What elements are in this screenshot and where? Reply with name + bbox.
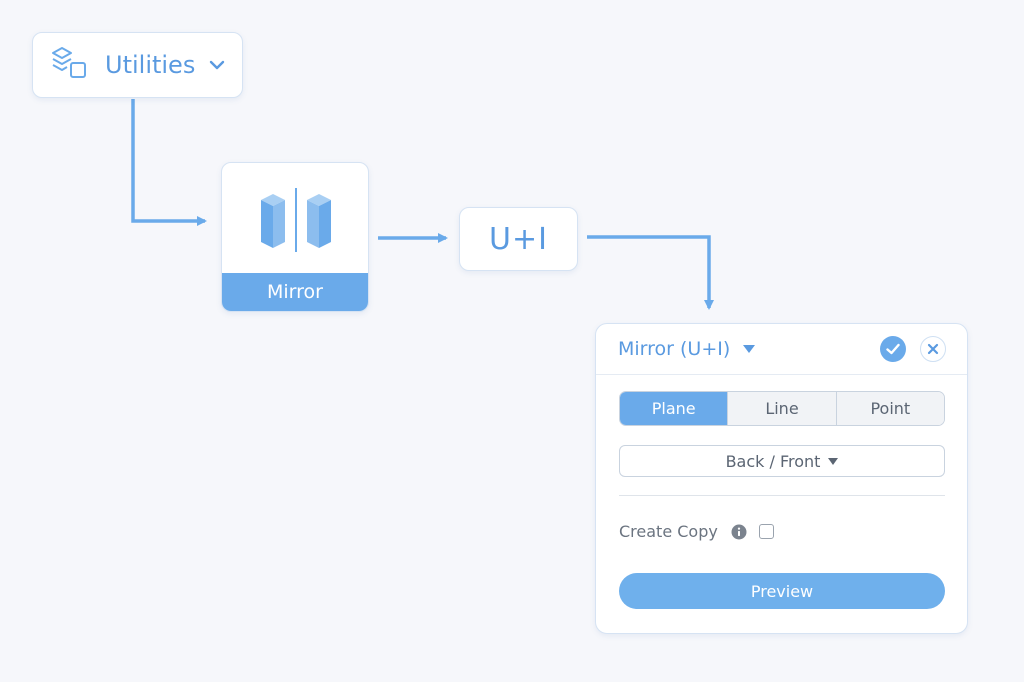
mode-option-point[interactable]: Point xyxy=(835,392,944,425)
caret-down-icon xyxy=(828,457,839,465)
mirror-plane-value: Back / Front xyxy=(725,451,821,471)
shortcut-key-card: U+I xyxy=(459,207,578,271)
caret-down-icon xyxy=(742,344,756,354)
check-icon xyxy=(886,340,900,359)
mode-option-plane[interactable]: Plane xyxy=(620,392,728,425)
preview-button[interactable]: Preview xyxy=(619,573,945,609)
create-copy-row: Create Copy xyxy=(619,522,774,541)
mirror-tile-label: Mirror xyxy=(222,273,368,311)
utilities-menu-button[interactable]: Utilities xyxy=(32,32,243,98)
close-button[interactable] xyxy=(920,336,946,362)
mirror-mode-segmented-control: Plane Line Point xyxy=(619,391,945,426)
layers-shapes-icon xyxy=(51,45,89,85)
panel-title-dropdown[interactable]: Mirror (U+I) xyxy=(618,338,756,360)
mirror-plane-dropdown[interactable]: Back / Front xyxy=(619,445,945,477)
create-copy-checkbox[interactable] xyxy=(758,524,774,539)
mirror-settings-panel: Mirror (U+I) Plane Line Point Ba xyxy=(595,323,968,634)
arrow-utilities-to-mirror xyxy=(131,99,207,226)
panel-title: Mirror (U+I) xyxy=(618,338,731,360)
close-icon xyxy=(927,340,939,359)
chevron-down-icon xyxy=(209,60,225,70)
utilities-label: Utilities xyxy=(105,51,196,79)
create-copy-label: Create Copy xyxy=(619,522,718,541)
mirror-tool-tile[interactable]: Mirror xyxy=(221,162,369,312)
arrow-shortcut-to-panel xyxy=(587,235,714,310)
confirm-button[interactable] xyxy=(880,336,906,362)
mirror-boxes-icon xyxy=(222,163,368,275)
panel-divider xyxy=(619,495,945,496)
info-icon[interactable] xyxy=(731,524,747,540)
panel-header: Mirror (U+I) xyxy=(596,324,967,375)
mode-option-line[interactable]: Line xyxy=(727,392,836,425)
